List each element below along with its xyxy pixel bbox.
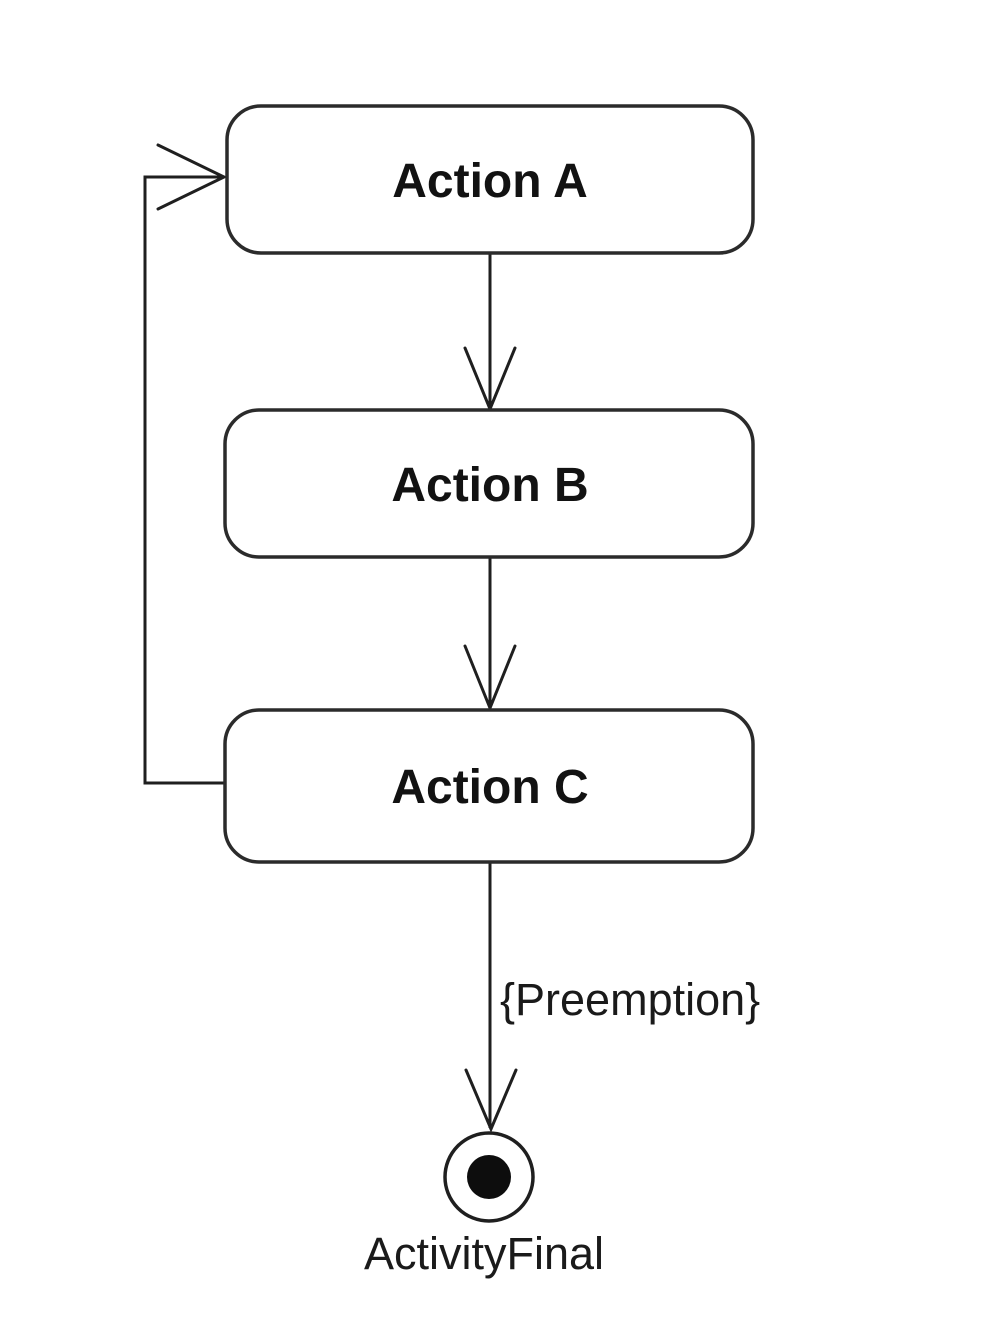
edge-c-to-a-loop-line	[143, 175, 225, 785]
action-a-box	[225, 104, 755, 255]
edge-c-to-final: {Preemption}	[464, 862, 760, 1133]
final-inner-dot	[467, 1155, 511, 1199]
edge-b-to-c	[463, 557, 517, 713]
action-b-label: Action B	[391, 459, 588, 512]
action-node-b: Action B	[223, 408, 755, 559]
action-b-box	[223, 408, 755, 559]
action-c-box	[223, 708, 755, 864]
final-node-label: ActivityFinal	[364, 1228, 604, 1279]
action-c-label: Action C	[391, 761, 588, 814]
edge-c-to-a-loop	[143, 143, 228, 785]
action-node-a: Action A	[225, 104, 755, 255]
arrowhead-into-final	[464, 1068, 518, 1133]
arrowhead-into-action-c	[463, 644, 517, 713]
activity-final-node: ActivityFinal	[364, 1131, 604, 1279]
edge-a-to-b	[463, 253, 517, 413]
edge-guard-label: {Preemption}	[500, 974, 760, 1025]
action-node-c: Action C	[223, 708, 755, 864]
arrowhead-into-action-a	[156, 143, 228, 211]
action-a-label: Action A	[392, 155, 588, 208]
